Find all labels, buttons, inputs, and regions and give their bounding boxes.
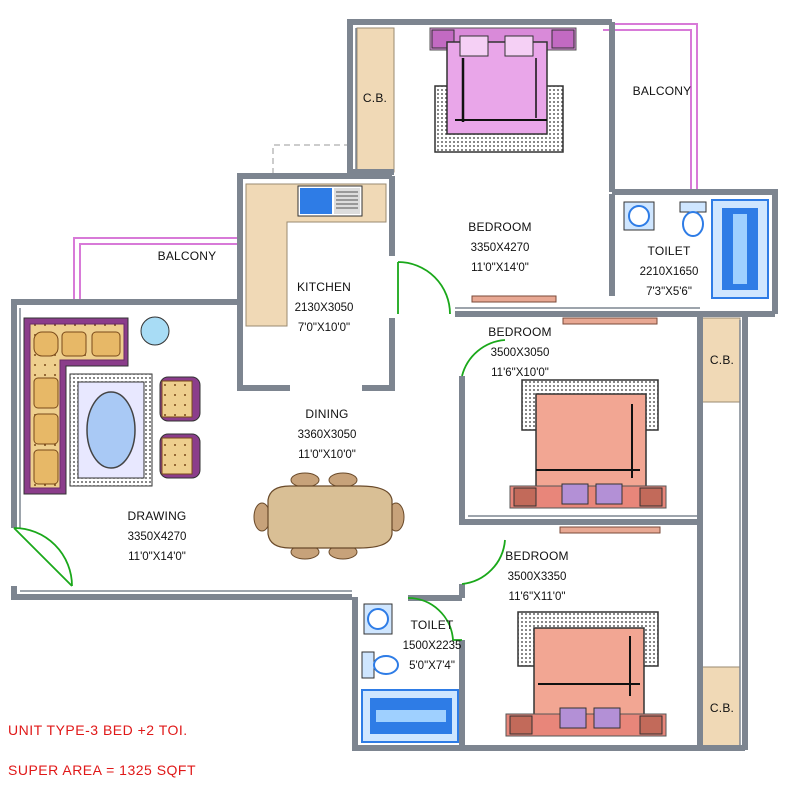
size-ft-toilet-common: 5'0"X7'4" <box>409 660 455 672</box>
wall-inner-lines <box>19 28 741 748</box>
tv-unit-bedroom-3 <box>559 526 661 534</box>
common-toilet-fixtures <box>361 603 459 743</box>
door-master-bedroom <box>397 261 451 315</box>
label-dining: DINING <box>305 407 348 421</box>
cupboards <box>245 27 741 750</box>
label-toilet-master: TOILET <box>648 244 691 258</box>
kitchen-sink <box>297 185 363 217</box>
label-toilet-common: TOILET <box>411 618 454 632</box>
sofa-set <box>23 317 129 495</box>
size-mm-bedroom-3: 3500X3350 <box>508 571 567 583</box>
label-balcony-left: BALCONY <box>158 249 217 263</box>
room-labels: C.B. BALCONY BEDROOM 3350X4270 11'0"X14'… <box>128 84 734 715</box>
size-mm-drawing: 3350X4270 <box>128 531 187 543</box>
door-swings <box>13 261 506 641</box>
cupboard-mid <box>699 317 741 403</box>
door-bedroom-3 <box>461 539 506 585</box>
size-ft-kitchen: 7'0"X10'0" <box>298 322 350 334</box>
walls <box>11 19 778 751</box>
label-cb-bottom: C.B. <box>710 701 734 715</box>
door-common-toilet <box>407 597 462 641</box>
door-drawing <box>13 527 73 587</box>
super-area-note: SUPER AREA = 1325 SQFT <box>8 762 197 778</box>
label-cb-top: C.B. <box>363 91 387 105</box>
size-ft-dining: 11'0"X10'0" <box>298 449 356 461</box>
balcony-railings <box>73 23 698 303</box>
label-drawing: DRAWING <box>128 509 187 523</box>
master-toilet-fixtures <box>623 199 769 299</box>
master-bed <box>429 27 577 153</box>
size-mm-kitchen: 2130X3050 <box>295 302 354 314</box>
side-table <box>140 316 170 346</box>
tv-unit-bedroom-2 <box>562 317 658 325</box>
kitchen-counter <box>245 183 387 327</box>
label-bedroom-master: BEDROOM <box>468 220 531 234</box>
size-ft-toilet-master: 7'3"X5'6" <box>646 286 692 298</box>
cupboard-bottom <box>699 666 741 750</box>
label-bedroom-2: BEDROOM <box>488 325 551 339</box>
label-kitchen: KITCHEN <box>297 280 351 294</box>
tv-unit-master <box>471 295 557 303</box>
size-ft-bedroom-master: 11'0"X14'0" <box>471 262 529 274</box>
size-ft-bedroom-2: 11'6"X10'0" <box>491 367 549 379</box>
dining-table <box>253 472 405 560</box>
armchairs <box>159 376 201 479</box>
kitchen-ledge <box>272 144 350 174</box>
door-bedroom-2 <box>461 339 506 377</box>
label-bedroom-3: BEDROOM <box>505 549 568 563</box>
center-rug <box>69 373 153 487</box>
bed-bedroom-3 <box>505 611 667 737</box>
size-mm-bedroom-2: 3500X3050 <box>491 347 550 359</box>
size-ft-bedroom-3: 11'6"X11'0" <box>509 591 566 603</box>
size-mm-bedroom-master: 3350X4270 <box>471 242 530 254</box>
size-mm-toilet-master: 2210X1650 <box>640 266 699 278</box>
bed-bedroom-2 <box>509 379 667 509</box>
label-balcony-right: BALCONY <box>633 84 692 98</box>
unit-type-note: UNIT TYPE-3 BED +2 TOI. <box>8 722 188 738</box>
cupboard-top <box>356 27 395 173</box>
size-mm-dining: 3360X3050 <box>298 429 357 441</box>
size-mm-toilet-common: 1500X2235 <box>403 640 462 652</box>
label-cb-mid: C.B. <box>710 353 734 367</box>
size-ft-drawing: 11'0"X14'0" <box>128 551 186 563</box>
